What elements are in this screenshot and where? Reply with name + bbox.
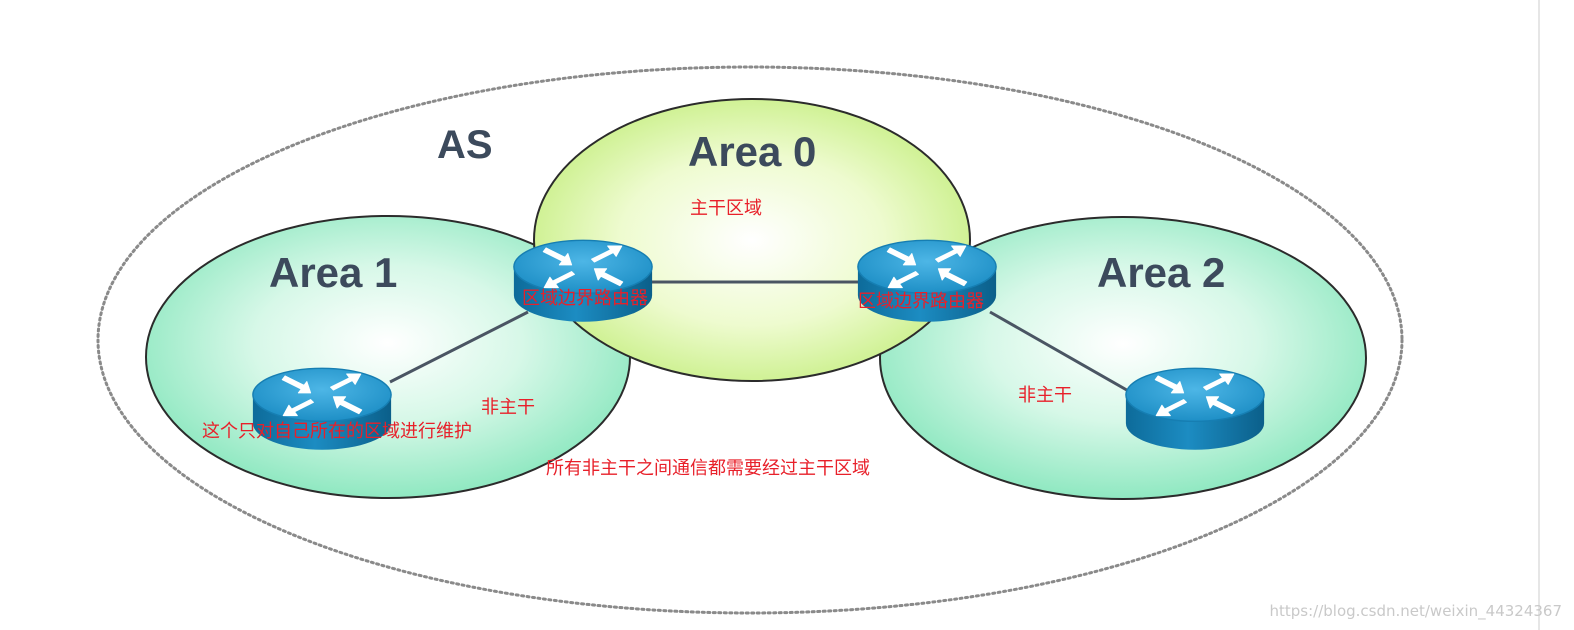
abr-right-note: 区域边界路由器: [858, 291, 984, 312]
page-edge-rule: [1538, 0, 1540, 630]
router-icon: [1125, 367, 1265, 451]
as-label: AS: [437, 123, 493, 167]
area-0-label: Area 0: [688, 128, 816, 175]
non-backbone-left-note: 非主干: [481, 397, 535, 418]
area-2-label: Area 2: [1097, 249, 1225, 296]
area-1-label: Area 1: [269, 249, 397, 296]
link-area1-internal-to-abr-left: [389, 310, 529, 384]
abr-left-note: 区域边界路由器: [522, 288, 648, 309]
non-backbone-right-note: 非主干: [1018, 385, 1072, 406]
transit-note: 所有非主干之间通信都需要经过主干区域: [546, 458, 870, 479]
link-abr-right-to-area2-internal: [989, 310, 1133, 395]
internal-router-note: 这个只对自己所在的区域进行维护: [202, 421, 472, 442]
watermark: https://blog.csdn.net/weixin_44324367: [1269, 602, 1562, 620]
as-boundary: [96, 65, 1404, 615]
backbone-area-note: 主干区域: [690, 198, 762, 219]
router-icon: [513, 239, 653, 323]
area-0-region: [533, 98, 971, 382]
